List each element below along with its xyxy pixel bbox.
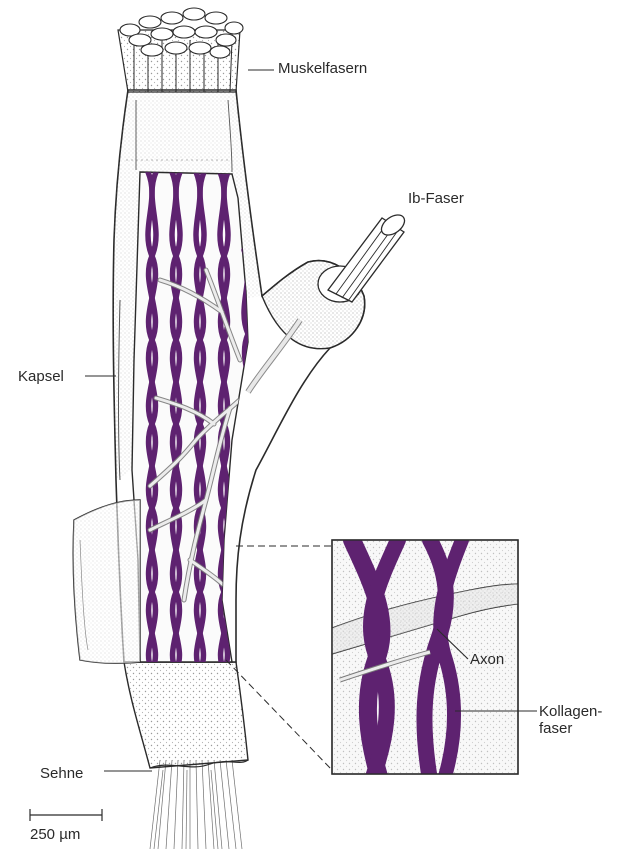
label-scale-bar: 250 µm bbox=[30, 826, 80, 843]
tendon bbox=[124, 662, 248, 768]
label-collagen-line2: faser bbox=[539, 720, 602, 737]
muscle-fibers bbox=[118, 8, 243, 92]
label-tendon: Sehne bbox=[40, 765, 83, 782]
label-capsule: Kapsel bbox=[18, 368, 64, 385]
scale-bar bbox=[30, 809, 102, 821]
label-collagen-fiber: Kollagen- faser bbox=[539, 703, 602, 737]
label-axon: Axon bbox=[470, 651, 504, 668]
label-ib-fiber: Ib-Faser bbox=[408, 190, 464, 207]
label-muscle-fibers: Muskelfasern bbox=[278, 60, 367, 77]
label-collagen-line1: Kollagen- bbox=[539, 703, 602, 720]
tendon-fibers bbox=[150, 760, 242, 849]
